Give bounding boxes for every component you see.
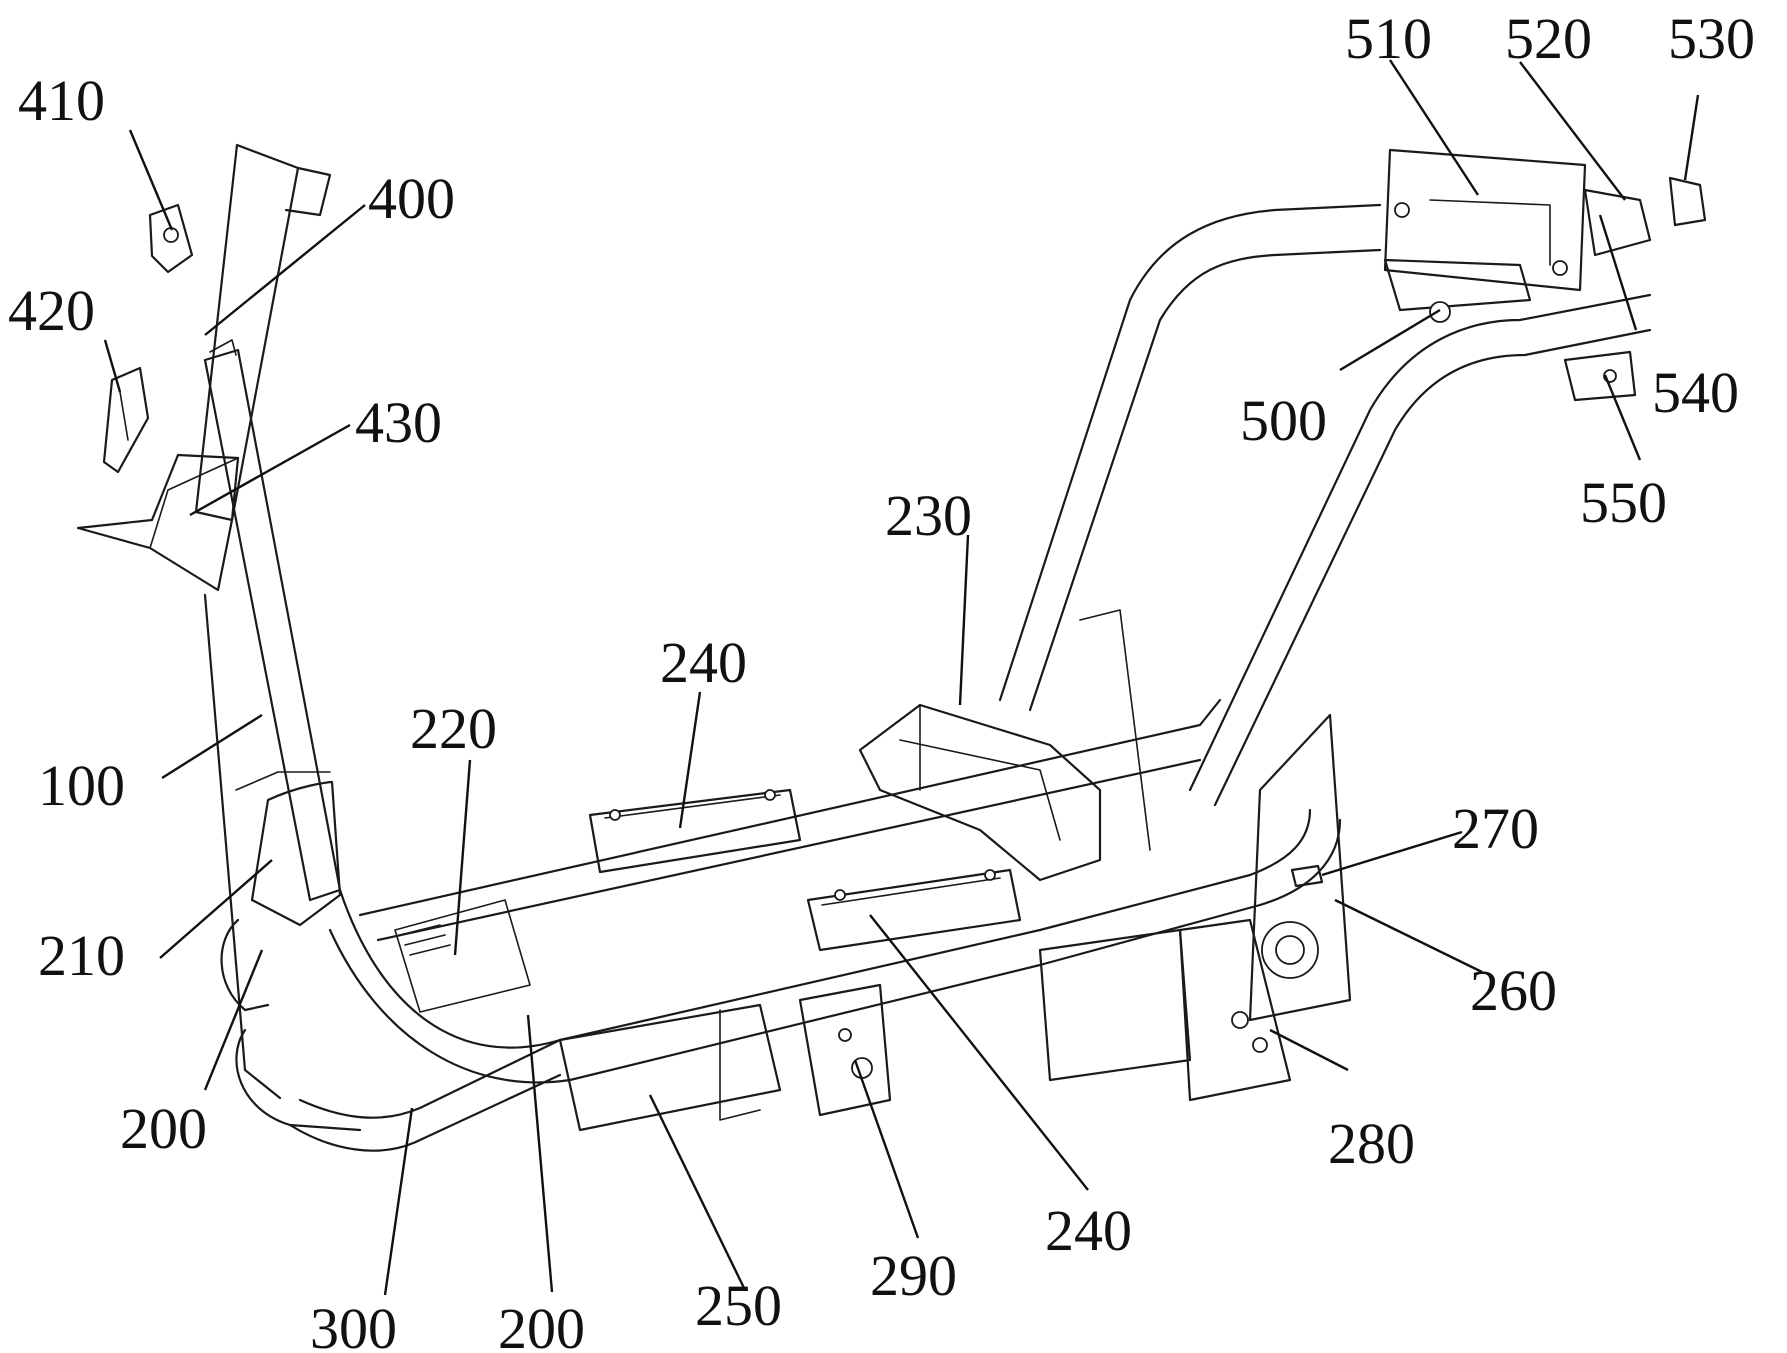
label-100: 100: [38, 753, 125, 818]
label-210: 210: [38, 923, 125, 988]
rear-lower-plate: [1040, 610, 1190, 1080]
label-240-lower: 240: [1045, 1198, 1132, 1263]
label-280: 280: [1328, 1111, 1415, 1176]
label-290: 290: [870, 1243, 957, 1308]
rear-cross-500: [1385, 260, 1530, 322]
label-500: 500: [1240, 388, 1327, 453]
bracket-410: [150, 205, 192, 272]
crossbar-300: [290, 1040, 560, 1151]
bracket-420: [104, 368, 148, 472]
leader-lines: [105, 60, 1698, 1295]
label-520: 520: [1505, 6, 1592, 71]
rear-carrier-510: [1385, 150, 1585, 290]
label-410: 410: [18, 68, 105, 133]
label-420: 420: [8, 278, 95, 343]
bracket-530: [1670, 178, 1705, 225]
bracket-520: [1585, 190, 1650, 255]
label-220: 220: [410, 696, 497, 761]
battery-bracket-240-lower: [808, 870, 1020, 950]
floor-bracket-250: [560, 1005, 780, 1130]
label-200-bottom: 200: [498, 1296, 585, 1353]
head-tube-400: [196, 145, 330, 520]
rear-loop-inner: [1190, 295, 1650, 805]
label-550: 550: [1580, 470, 1667, 535]
label-530: 530: [1668, 6, 1755, 71]
callouts: 410 420 400 430 100 210 200 300 200 250 …: [8, 6, 1755, 1353]
label-430: 430: [355, 390, 442, 455]
bracket-430: [78, 455, 238, 590]
seat-bracket-230: [860, 705, 1100, 880]
label-510: 510: [1345, 6, 1432, 71]
label-230: 230: [885, 483, 972, 548]
label-200-left: 200: [120, 1096, 207, 1161]
down-tube-100: [205, 350, 340, 1098]
label-240-upper: 240: [660, 630, 747, 695]
bracket-550: [1565, 352, 1635, 400]
label-300: 300: [310, 1296, 397, 1353]
label-250: 250: [695, 1273, 782, 1338]
label-540: 540: [1652, 360, 1739, 425]
label-400: 400: [368, 166, 455, 231]
label-260: 260: [1470, 958, 1557, 1023]
rear-loop-outer: [1000, 205, 1380, 710]
label-270: 270: [1452, 796, 1539, 861]
battery-bracket-240-upper: [590, 790, 800, 872]
